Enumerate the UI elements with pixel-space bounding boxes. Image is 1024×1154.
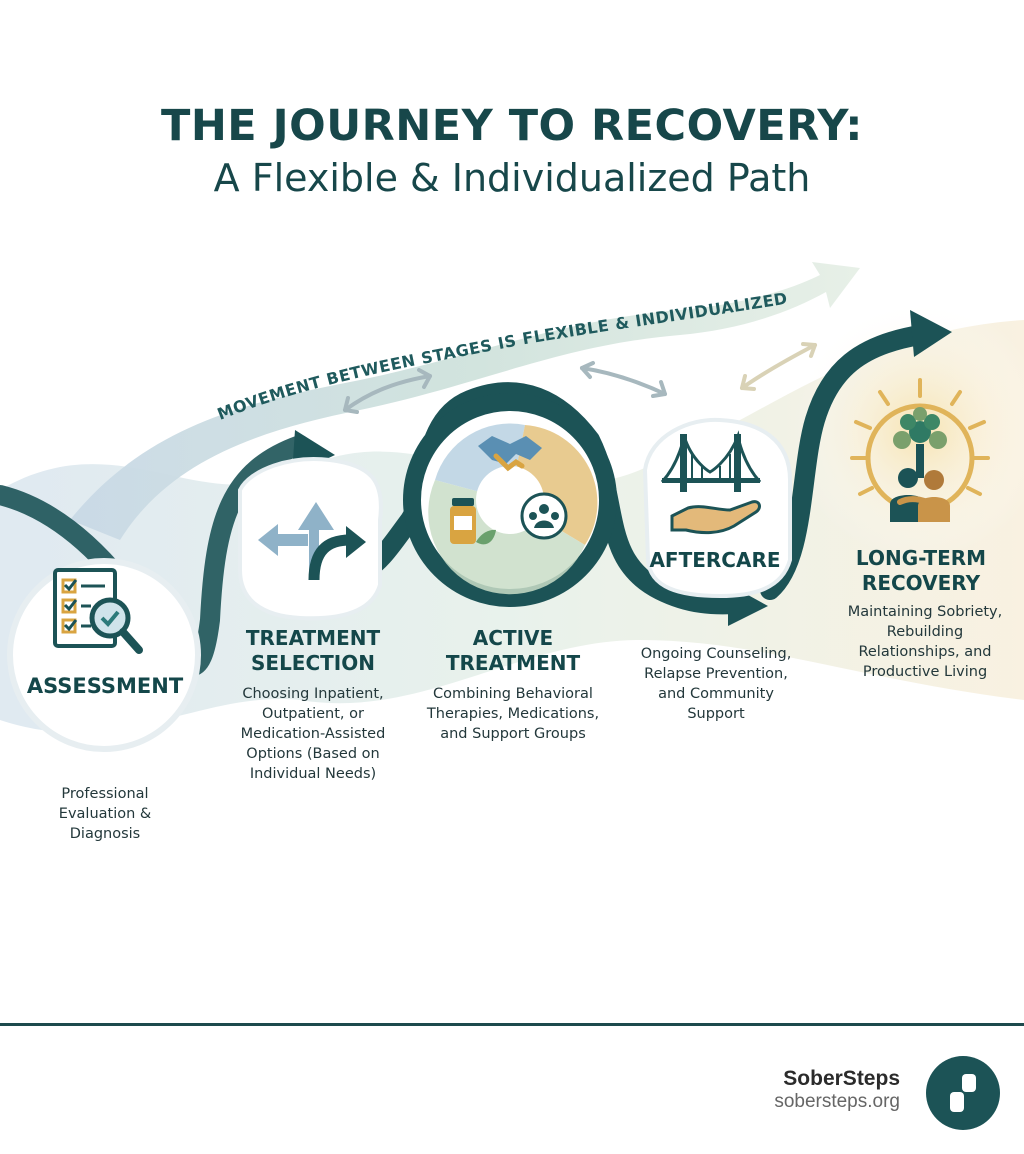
active-treatment-node <box>403 393 617 607</box>
stage-name-treatment-selection: TREATMENT SELECTION <box>245 626 381 675</box>
banner-arrow <box>70 262 860 540</box>
title-block: THE JOURNEY TO RECOVERY: A Flexible & In… <box>0 100 1024 202</box>
treatment-selection-node <box>238 457 383 621</box>
double-arrow-1 <box>343 368 432 414</box>
brand-name: SoberSteps <box>783 1067 900 1090</box>
journey-path-3 <box>760 325 930 600</box>
people-hug-icon <box>890 468 950 522</box>
stage-name-aftercare: AFTERCARE <box>649 548 781 572</box>
arrow-head-3 <box>910 310 952 357</box>
medicine-bottle-icon <box>450 498 496 545</box>
checklist-magnifier-icon <box>53 568 143 654</box>
long-term-recovery-node <box>850 378 990 522</box>
stage-name-assessment: ASSESSMENT <box>26 674 184 698</box>
stage-desc-aftercare: Ongoing Counseling, Relapse Prevention, … <box>640 646 792 722</box>
handshake-icon <box>478 436 542 472</box>
group-icon <box>520 492 568 540</box>
sun-rays-icon <box>850 378 990 496</box>
stage-name-active-treatment: ACTIVE TREATMENT <box>445 626 581 675</box>
page-title: THE JOURNEY TO RECOVERY: <box>160 101 863 151</box>
aftercare-node <box>642 417 792 599</box>
brand-url-link[interactable]: sobersteps.org <box>774 1091 900 1112</box>
brand-logo <box>926 1056 1000 1130</box>
bridge-icon <box>660 430 762 492</box>
footer-divider <box>0 1023 1024 1026</box>
journey-diagram: MOVEMENT BETWEEN STAGES IS FLEXIBLE & IN… <box>0 262 1024 752</box>
assessment-node <box>7 558 201 752</box>
stage-desc-treatment-selection: Choosing Inpatient, Outpatient, or Medic… <box>240 686 386 782</box>
page-subtitle: A Flexible & Individualized Path <box>213 156 811 200</box>
double-arrow-3 <box>740 342 817 391</box>
double-arrow-2 <box>580 361 667 398</box>
stage-name-long-term-recovery: LONG-TERM RECOVERY <box>855 546 987 595</box>
tree-sun-icon <box>893 407 947 478</box>
open-hand-icon <box>670 500 761 535</box>
stage-desc-assessment: Professional Evaluation & Diagnosis <box>58 786 152 842</box>
stage-desc-long-term-recovery: Maintaining Sobriety, Rebuilding Relatio… <box>847 604 1003 680</box>
fork-arrows-icon <box>258 502 366 581</box>
stage-desc-active-treatment: Combining Behavioral Therapies, Medicati… <box>426 686 600 742</box>
footsteps-logo-icon <box>950 1074 976 1112</box>
